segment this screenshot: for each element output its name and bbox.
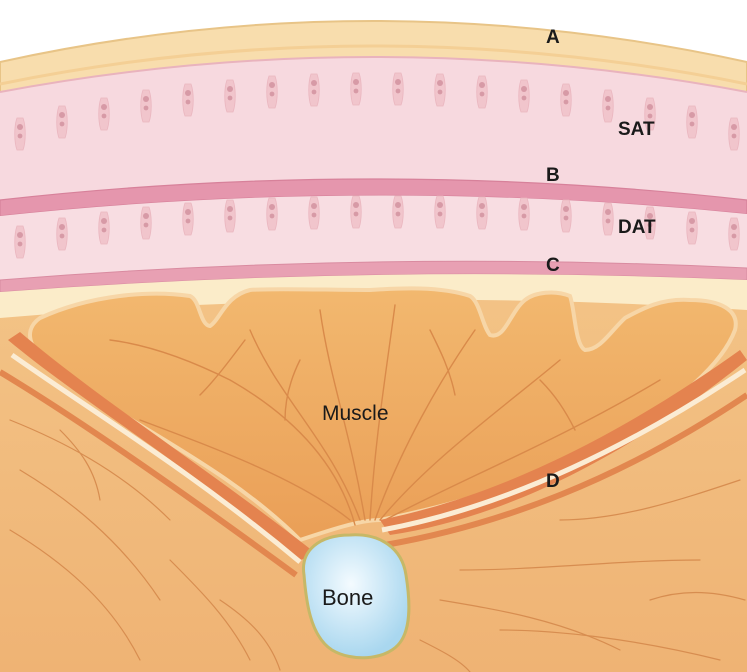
- fascia-d-left: [8, 332, 318, 560]
- label-dat: DAT: [618, 217, 656, 238]
- bone: [302, 533, 411, 660]
- label-c: C: [546, 255, 560, 276]
- label-d: D: [546, 471, 560, 492]
- fascia-d-right: [380, 350, 747, 535]
- muscle-fibers: [109, 304, 661, 526]
- label-a: A: [546, 27, 560, 48]
- muscle-body: [28, 286, 738, 543]
- label-bone: Bone: [322, 585, 373, 610]
- label-sat: SAT: [618, 119, 655, 140]
- deep-fibers: [9, 419, 746, 672]
- label-b: B: [546, 165, 560, 186]
- label-muscle: Muscle: [322, 402, 389, 425]
